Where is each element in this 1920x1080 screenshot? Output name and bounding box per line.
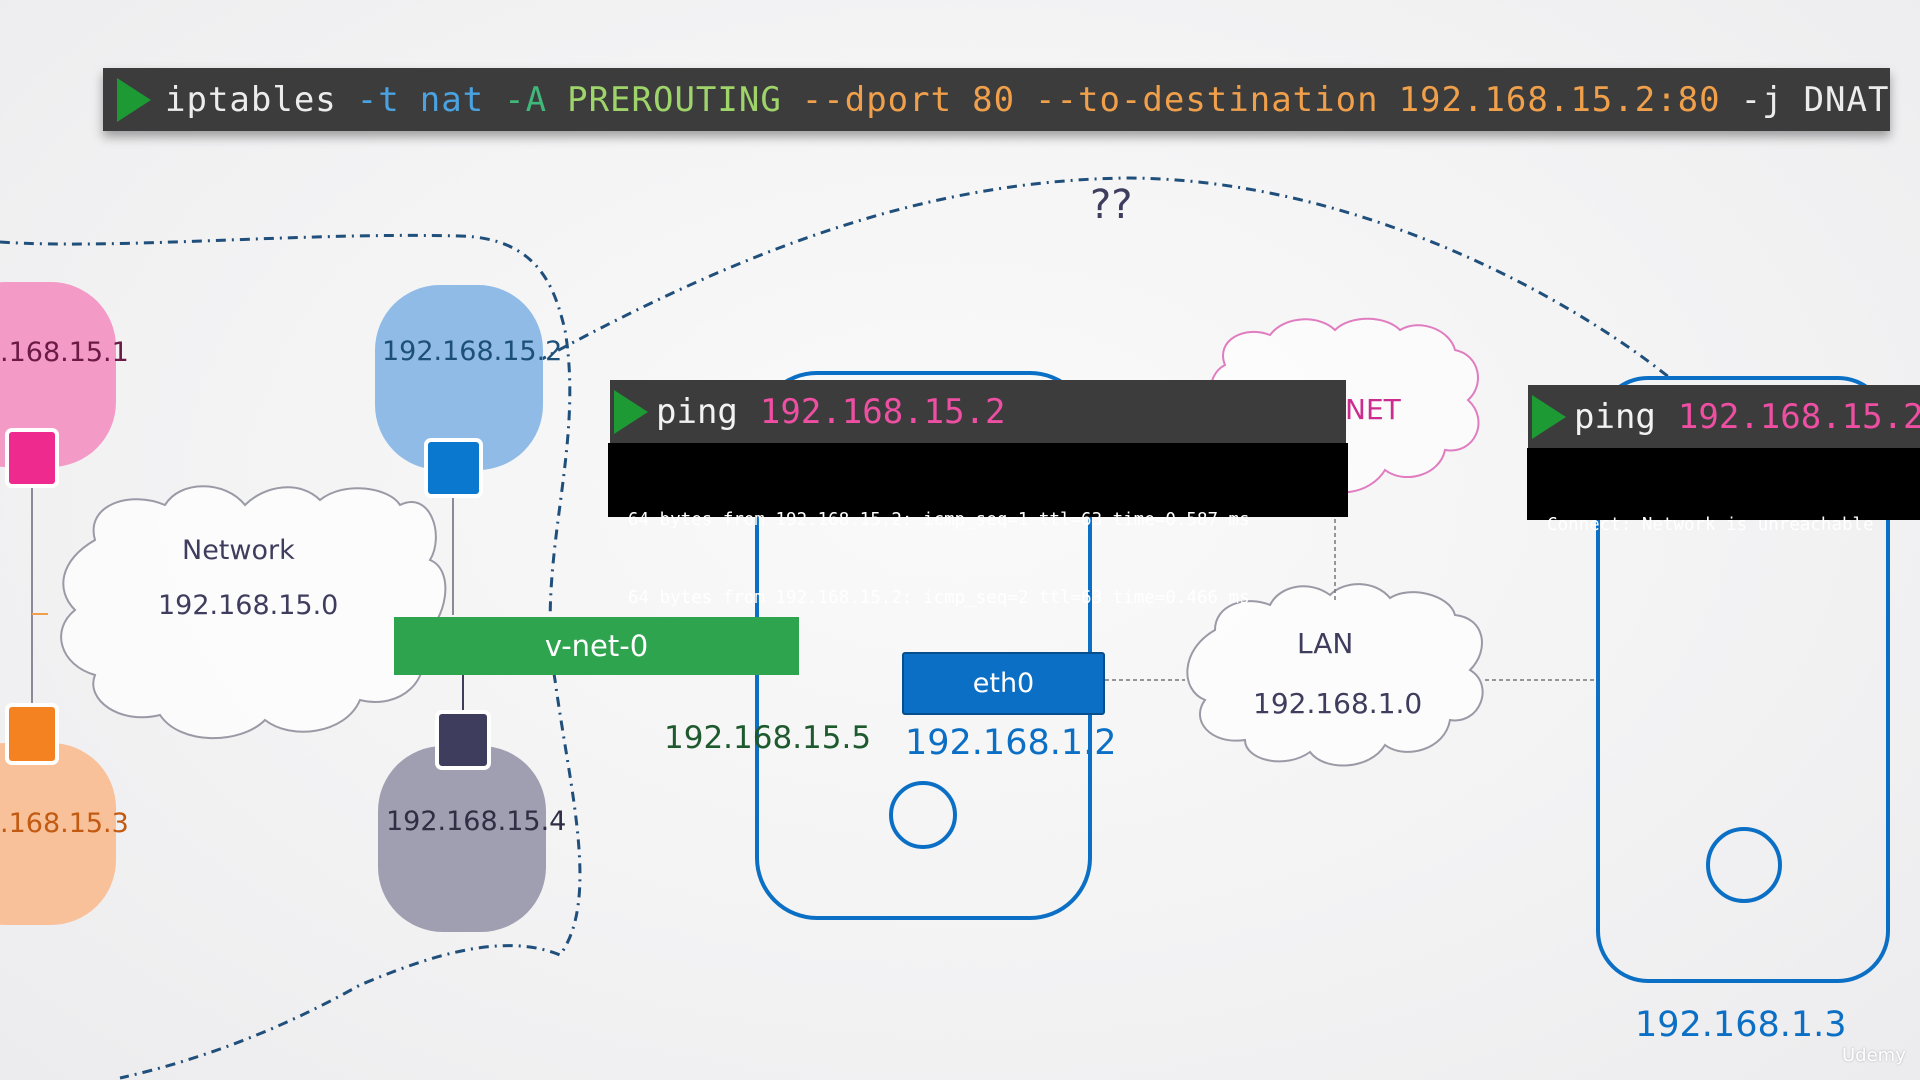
port-pink [5, 428, 59, 488]
internet-cloud-label: NET [1345, 393, 1401, 426]
iptables-command-bar: iptables -t nat -A PREROUTING --dport 80 --to-d… [103, 68, 1890, 131]
command-token: iptables [165, 79, 337, 120]
ping2-target: 192.168.15.2 [1677, 396, 1920, 437]
host-gray-body [378, 746, 546, 932]
host1-eth0-interface: eth0 [902, 652, 1105, 715]
host-pink-ip: .168.15.1 [0, 337, 129, 368]
command-token: 192.168.15.2:80 [1398, 79, 1721, 120]
host-blue-ip: 192.168.15.2 [382, 336, 563, 367]
command-token: DNAT [1803, 79, 1890, 120]
bridge-ip: 192.168.15.5 [664, 720, 872, 756]
host-gray-ip: 192.168.15.4 [386, 806, 567, 837]
host2-body [1596, 376, 1890, 983]
lan-cloud-title: LAN [1297, 627, 1354, 660]
udemy-watermark: Udemy [1842, 1045, 1906, 1066]
play-icon [117, 77, 151, 122]
question-marks: ?? [1090, 182, 1133, 228]
bridge-label: v-net-0 [544, 629, 649, 663]
bridge-v-net-0: v-net-0 [394, 617, 799, 675]
ping1-command-bar: ping 192.168.15.2 [610, 380, 1346, 443]
ping1-output-line: 64 bytes from 192.168.15.2: icmp_seq=2 t… [628, 588, 1250, 608]
command-token: -A [504, 79, 548, 120]
host-orange-body [0, 743, 116, 925]
host-blue-body [375, 285, 543, 470]
command-token: --dport [801, 79, 953, 120]
host1-button [889, 781, 957, 849]
host1-ip: 192.168.1.2 [905, 723, 1117, 763]
play-icon [614, 389, 648, 434]
ping2-output: Connect: Network is unreachable [1527, 448, 1920, 535]
command-token: 80 [972, 79, 1016, 120]
ping2-command-bar: ping 192.168.15.2 [1528, 385, 1920, 448]
ping1-output-line: 64 bytes from 192.168.15.2: icmp_seq=1 t… [628, 510, 1250, 530]
command-token: nat [419, 79, 485, 120]
port-orange [5, 703, 59, 765]
port-gray [435, 710, 491, 770]
route-arc [494, 176, 1671, 387]
namespace-boundary [0, 233, 582, 1080]
host-orange-ip: .168.15.3 [0, 808, 129, 839]
network-cloud-title: Network [182, 535, 295, 566]
port-blue [424, 438, 483, 498]
play-icon [1532, 394, 1566, 439]
host-pink-body [0, 282, 116, 467]
command-token: -j [1740, 79, 1784, 120]
lan-cloud-subnet: 192.168.1.0 [1253, 687, 1423, 720]
command-token: --to-destination [1035, 79, 1379, 120]
ping1-output: 64 bytes from 192.168.15.2: icmp_seq=1 t… [608, 443, 1348, 608]
host2-button [1706, 827, 1782, 903]
network-cloud-subnet: 192.168.15.0 [158, 590, 339, 621]
lan-cloud-shape [1186, 583, 1484, 767]
eth0-label: eth0 [972, 668, 1035, 699]
ping2-output-line: Connect: Network is unreachable [1547, 515, 1874, 535]
command-token: -t [356, 79, 400, 120]
iptables-command-text: iptables -t nat -A PREROUTING --dport 80 --to-d… [165, 80, 1889, 120]
ping1-command: ping [656, 391, 738, 432]
host2-ip: 192.168.1.3 [1635, 1005, 1847, 1045]
ping2-command: ping [1574, 396, 1656, 437]
command-token: PREROUTING [567, 79, 782, 120]
ping1-target: 192.168.15.2 [759, 391, 1006, 432]
